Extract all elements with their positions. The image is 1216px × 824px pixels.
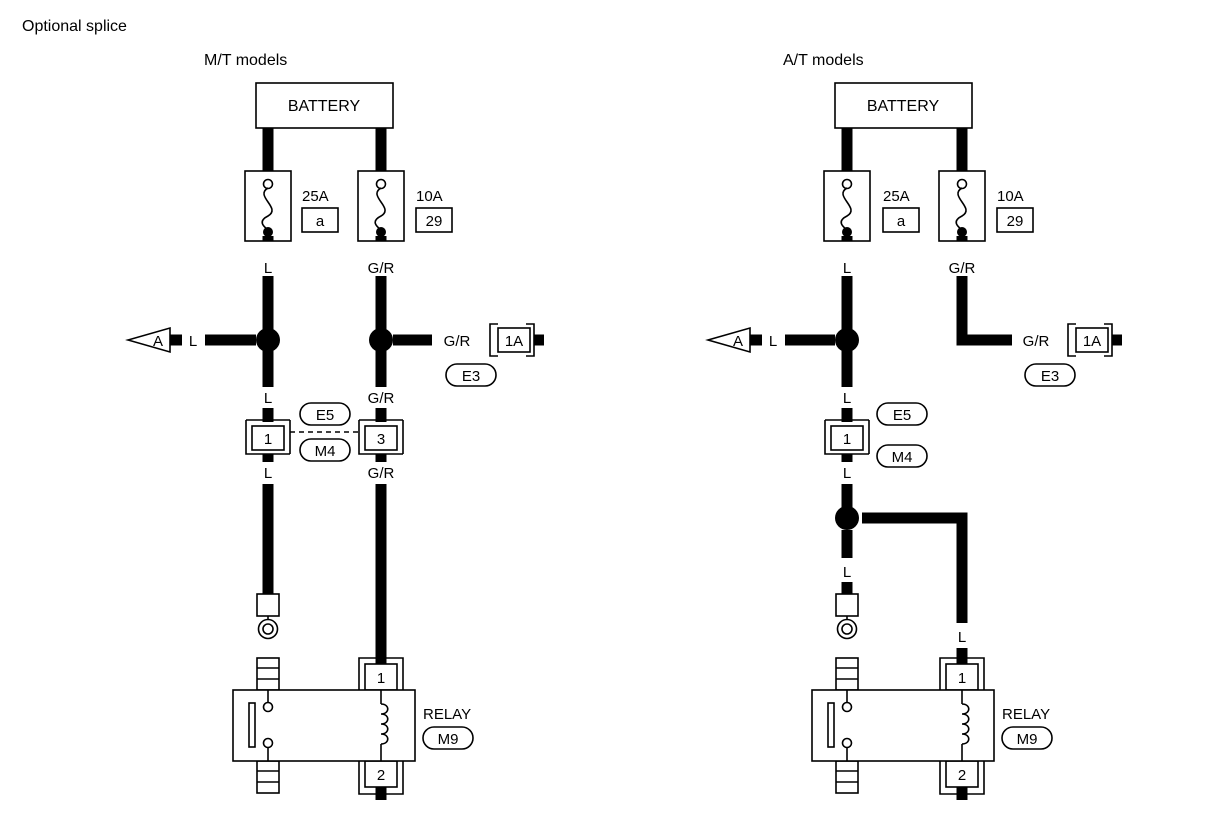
mt-relay: [232, 657, 416, 800]
mt-pin-1: 1: [264, 431, 272, 448]
at-wire-gr-branch: [956, 276, 1012, 346]
at-splice-l-2: [835, 506, 859, 530]
mt-wire-l-mid-label: L: [264, 390, 272, 407]
mt-fuse-10a-rating: 10A: [416, 188, 443, 205]
mt-conn-m4-pill: [299, 438, 351, 462]
mt-relay-pin-1: 1: [377, 670, 385, 687]
at-wire-l-relay-label: L: [958, 629, 966, 646]
at-relay-conn-label: M9: [1017, 731, 1038, 748]
mt-conn-e5-pill: [299, 402, 351, 426]
mt-fuse-25a: [244, 170, 292, 242]
at-conn-1a-box: [1075, 327, 1109, 353]
at-conn-e3-pill: [1024, 363, 1076, 387]
mt-wire-gr-top-label: G/R: [368, 260, 395, 277]
at-pin-1: 1: [843, 431, 851, 448]
mt-fuse-25a-id-box: [301, 207, 339, 233]
at-relay-pin-1: 1: [958, 670, 966, 687]
mt-wire-gr-mid-label: G/R: [368, 390, 395, 407]
at-relay-label: RELAY: [1002, 706, 1050, 723]
at-wire-l-ground-label: L: [843, 564, 851, 581]
mt-fuse-10a: [357, 170, 405, 242]
at-fuse-10a-id-box: [996, 207, 1034, 233]
at-conn-1a-bracket-r: [1104, 323, 1113, 357]
diagram-title: Optional splice: [22, 18, 127, 35]
mt-conn-1a-box: [497, 327, 531, 353]
mt-fuse-25a-id: a: [316, 213, 325, 230]
at-ground-icon: [835, 593, 859, 640]
mt-fuse-10a-id: 29: [426, 213, 443, 230]
mt-relay-conn-pill: [422, 726, 474, 750]
at-fuse-25a-rating: 25A: [883, 188, 910, 205]
at-battery-box: [834, 82, 973, 129]
at-models-circuit: A/T models BATTERY 25A a 10A: [705, 52, 1122, 800]
at-connector-e5-m4: [824, 419, 870, 455]
at-conn-m4-pill: [876, 444, 928, 468]
mt-relay-pin-2: 2: [377, 767, 385, 784]
at-conn-1a-label: 1A: [1083, 333, 1101, 350]
mt-heading: M/T models: [204, 52, 287, 69]
at-heading: A/T models: [783, 52, 864, 69]
mt-splice-l: [256, 328, 280, 352]
mt-conn-m4-label: M4: [315, 443, 336, 460]
mt-conn-e5-label: E5: [316, 407, 334, 424]
mt-splice-gr: [369, 328, 393, 352]
mt-relay-label: RELAY: [423, 706, 471, 723]
mt-wire-gr-low-label: G/R: [368, 465, 395, 482]
mt-branch-l-label: L: [189, 333, 197, 350]
at-wire-l-top-label: L: [843, 260, 851, 277]
mt-conn-e3-label: E3: [462, 368, 480, 385]
mt-wire-l-low-label: L: [264, 465, 272, 482]
at-relay: [811, 657, 995, 800]
mt-connector-e5-m4: [245, 419, 404, 455]
at-splice-l: [835, 328, 859, 352]
at-fuse-25a: [823, 170, 871, 242]
at-branch-l-label: L: [769, 333, 777, 350]
at-conn-e3-label: E3: [1041, 368, 1059, 385]
at-conn-1a-bracket: [1067, 323, 1076, 357]
mt-battery-label: BATTERY: [288, 98, 361, 115]
at-relay-conn-pill: [1001, 726, 1053, 750]
mt-battery-box: [255, 82, 394, 129]
at-relay-pin-2: 2: [958, 767, 966, 784]
at-conn-e5-label: E5: [893, 407, 911, 424]
at-fuse-25a-id: a: [897, 213, 906, 230]
mt-fuse-25a-rating: 25A: [302, 188, 329, 205]
mt-relay-conn-label: M9: [438, 731, 459, 748]
mt-wire-l-top-label: L: [264, 260, 272, 277]
at-fuse-25a-id-box: [882, 207, 920, 233]
mt-fuse-10a-id-box: [415, 207, 453, 233]
at-wire-l-to-relay: [862, 512, 968, 623]
at-battery-label: BATTERY: [867, 98, 940, 115]
mt-conn-1a-bracket-r: [526, 323, 535, 357]
mt-conn-1a-bracket: [489, 323, 498, 357]
mt-models-circuit: M/T models BATTERY 25A a: [125, 52, 544, 800]
at-fuse-10a: [938, 170, 986, 242]
at-fuse-10a-rating: 10A: [997, 188, 1024, 205]
at-conn-e5-pill: [876, 402, 928, 426]
at-conn-m4-label: M4: [892, 449, 913, 466]
at-wire-gr-top-label: G/R: [949, 260, 976, 277]
mt-ground-icon: [256, 593, 280, 640]
at-arrow-a-label: A: [733, 333, 743, 350]
at-arrow-a: [705, 326, 751, 354]
at-wire-l-mid-label: L: [843, 390, 851, 407]
mt-conn-1a-label: 1A: [505, 333, 523, 350]
at-branch-gr-label: G/R: [1023, 333, 1050, 350]
mt-branch-gr-label: G/R: [444, 333, 471, 350]
mt-arrow-a-label: A: [153, 333, 163, 350]
mt-pin-3: 3: [377, 431, 385, 448]
at-wire-l-low-label: L: [843, 465, 851, 482]
at-fuse-10a-id: 29: [1007, 213, 1024, 230]
mt-conn-e3-pill: [445, 363, 497, 387]
mt-arrow-a: [125, 326, 171, 354]
